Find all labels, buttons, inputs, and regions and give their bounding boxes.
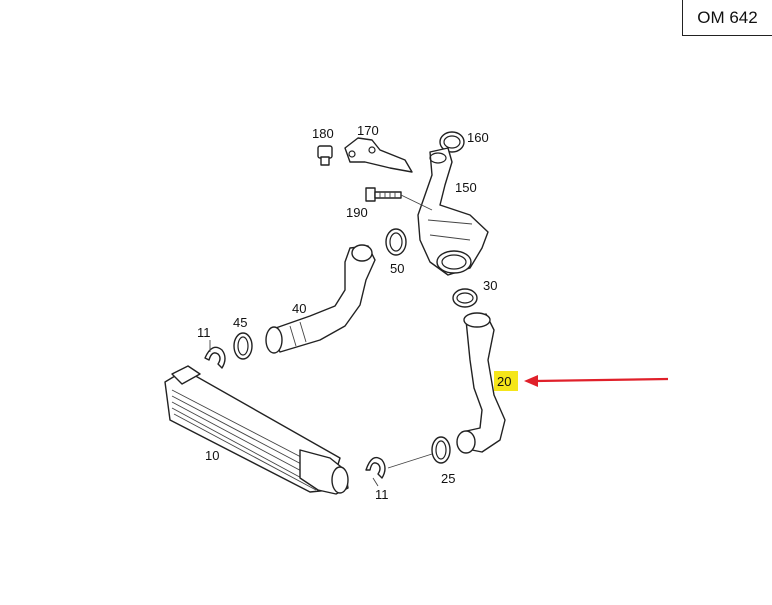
part-170-bracket[interactable] [344, 137, 413, 173]
part-160-oring[interactable] [439, 131, 465, 153]
callout-20[interactable]: 20 [497, 374, 511, 389]
part-190-bolt[interactable] [365, 187, 433, 211]
callout-150[interactable]: 150 [455, 180, 477, 195]
leader-lines [209, 340, 379, 487]
callout-50[interactable]: 50 [390, 261, 404, 276]
highlight-box [494, 371, 518, 391]
part-50-oring[interactable] [385, 228, 407, 256]
callout-11-upper[interactable]: 11 [197, 325, 211, 340]
engine-code-label: OM 642 [682, 0, 772, 36]
callout-170[interactable]: 170 [357, 123, 379, 138]
part-180-bolt[interactable] [317, 145, 333, 166]
part-20-hose[interactable] [456, 312, 506, 454]
part-11-clamp-upper[interactable] [204, 346, 226, 369]
part-150-housing[interactable] [417, 147, 489, 276]
callout-45[interactable]: 45 [233, 315, 247, 330]
part-25-oring[interactable] [431, 436, 451, 464]
callout-25[interactable]: 25 [441, 471, 455, 486]
pointer-arrow [524, 375, 669, 387]
callout-190[interactable]: 190 [346, 205, 368, 220]
callout-40[interactable]: 40 [292, 301, 306, 316]
callout-10[interactable]: 10 [205, 448, 219, 463]
part-11-clamp-lower[interactable] [365, 453, 433, 479]
part-10-intercooler[interactable] [164, 365, 349, 495]
part-30-oring[interactable] [452, 288, 478, 308]
callout-11-lower[interactable]: 11 [375, 487, 389, 502]
callout-180[interactable]: 180 [312, 126, 334, 141]
callout-20-highlight[interactable]: 20 [494, 371, 518, 391]
part-45-oring[interactable] [233, 332, 253, 360]
callout-160[interactable]: 160 [467, 130, 489, 145]
part-40-hose[interactable] [265, 244, 376, 354]
callout-30[interactable]: 30 [483, 278, 497, 293]
